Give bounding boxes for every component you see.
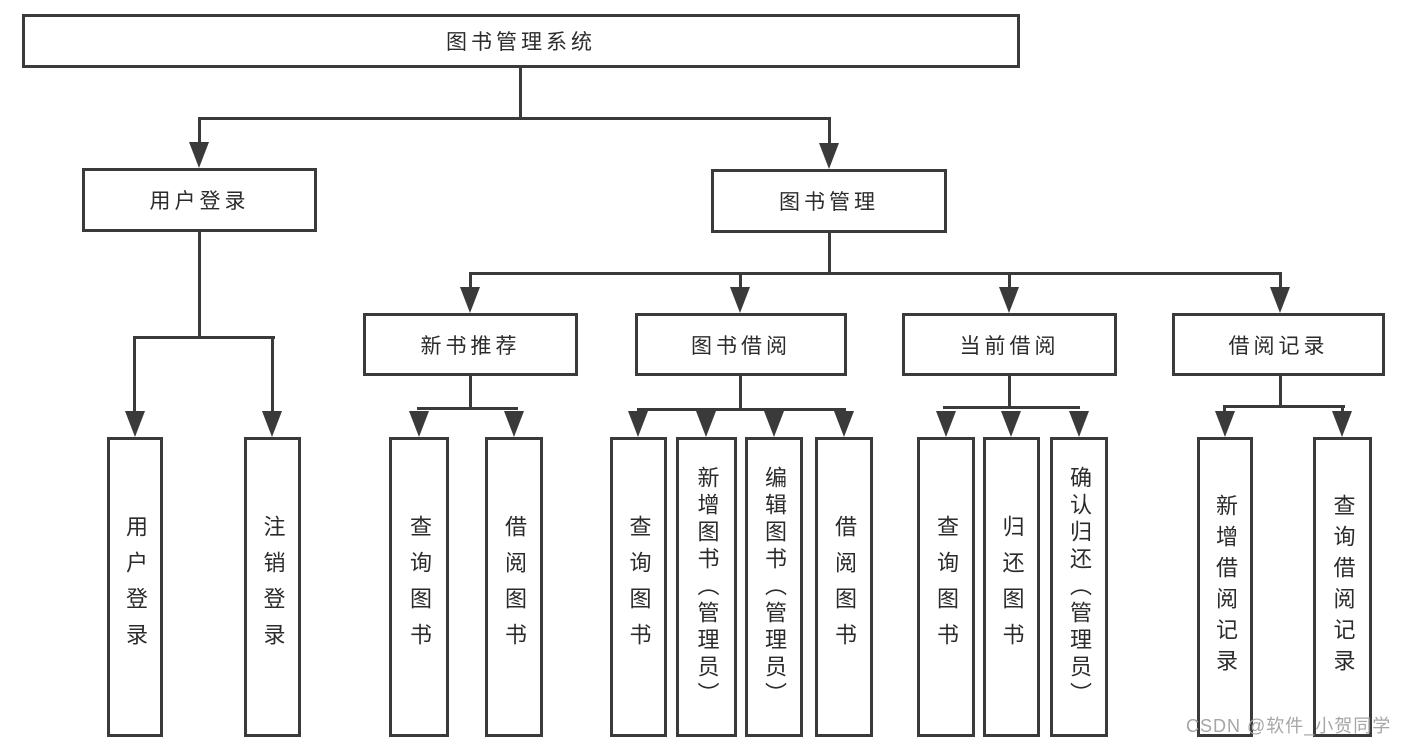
leaf-borrow-books-recommend: 借阅图书 bbox=[485, 437, 543, 737]
arrow-down-icon bbox=[819, 143, 839, 169]
leaf-query-books-current: 查询图书 bbox=[917, 437, 975, 737]
connector-user-login-drop bbox=[198, 232, 201, 339]
leaf-query-books-borrowing: 查询图书 bbox=[610, 437, 667, 737]
arrow-down-icon bbox=[1001, 411, 1021, 437]
leaf-add-book-admin: 新增图书（管理员） bbox=[676, 437, 737, 737]
leaf-user-login: 用户登录 bbox=[107, 437, 163, 737]
connector-rail bbox=[417, 407, 518, 410]
node-book-management: 图书管理 bbox=[711, 169, 947, 233]
arrow-down-icon bbox=[409, 411, 429, 437]
connector-leaf-stub bbox=[1279, 275, 1282, 289]
connector-drop bbox=[1279, 376, 1282, 407]
arrow-down-icon bbox=[125, 411, 145, 437]
arrow-down-icon bbox=[504, 411, 524, 437]
leaf-query-books-recommend: 查询图书 bbox=[389, 437, 449, 737]
arrow-down-icon bbox=[1215, 411, 1235, 437]
connector-leaf-stub bbox=[1008, 275, 1011, 289]
arrow-down-icon bbox=[936, 411, 956, 437]
leaf-logout: 注销登录 bbox=[244, 437, 301, 737]
node-current-borrowing: 当前借阅 bbox=[902, 313, 1117, 376]
arrow-down-icon bbox=[262, 411, 282, 437]
connector-rail bbox=[943, 406, 1080, 409]
node-library-management-system: 图书管理系统 bbox=[22, 14, 1020, 68]
connector-leaf-stub bbox=[1223, 405, 1226, 414]
leaf-borrow-books-borrowing: 借阅图书 bbox=[815, 437, 873, 737]
connector-leaf-stub bbox=[739, 275, 742, 289]
connector-drop bbox=[469, 376, 472, 409]
arrow-down-icon bbox=[1270, 287, 1290, 313]
arrow-down-icon bbox=[1069, 411, 1089, 437]
arrow-down-icon bbox=[696, 411, 716, 437]
connector-level1-rail bbox=[198, 117, 831, 120]
connector-level2-rail bbox=[469, 272, 1282, 275]
leaf-edit-book-admin: 编辑图书（管理员） bbox=[745, 437, 803, 737]
leaf-add-borrow-record: 新增借阅记录 bbox=[1197, 437, 1253, 737]
connector-leaf-stub bbox=[271, 336, 274, 414]
connector-user-login-rail bbox=[133, 336, 275, 339]
arrow-down-icon bbox=[999, 287, 1019, 313]
csdn-watermark: CSDN @软件_小贺同学 bbox=[1186, 716, 1392, 736]
leaf-query-borrow-record: 查询借阅记录 bbox=[1313, 437, 1372, 737]
connector-book-mgmt-drop bbox=[828, 233, 831, 274]
connector-rail bbox=[637, 408, 846, 411]
arrow-down-icon bbox=[730, 287, 750, 313]
connector-drop bbox=[739, 376, 742, 410]
node-new-book-recommendation: 新书推荐 bbox=[363, 313, 578, 376]
connector-leaf-stub bbox=[1341, 405, 1344, 414]
connector-root-drop bbox=[519, 68, 522, 118]
leaf-confirm-return-admin: 确认归还（管理员） bbox=[1050, 437, 1108, 737]
node-borrowing-records: 借阅记录 bbox=[1172, 313, 1385, 376]
arrow-down-icon bbox=[628, 411, 648, 437]
arrow-down-icon bbox=[460, 287, 480, 313]
connector-leaf-stub bbox=[133, 336, 136, 414]
leaf-return-books: 归还图书 bbox=[983, 437, 1040, 737]
connector-leaf-stub bbox=[469, 275, 472, 289]
connector-user-login-stub bbox=[198, 117, 201, 145]
node-book-borrowing: 图书借阅 bbox=[635, 313, 847, 376]
connector-rail bbox=[1224, 405, 1345, 408]
arrow-down-icon bbox=[189, 142, 209, 168]
arrow-down-icon bbox=[834, 411, 854, 437]
arrow-down-icon bbox=[1332, 411, 1352, 437]
arrow-down-icon bbox=[764, 411, 784, 437]
node-user-login: 用户登录 bbox=[82, 168, 317, 232]
connector-drop bbox=[1008, 376, 1011, 408]
connector-book-mgmt-stub bbox=[828, 117, 831, 145]
